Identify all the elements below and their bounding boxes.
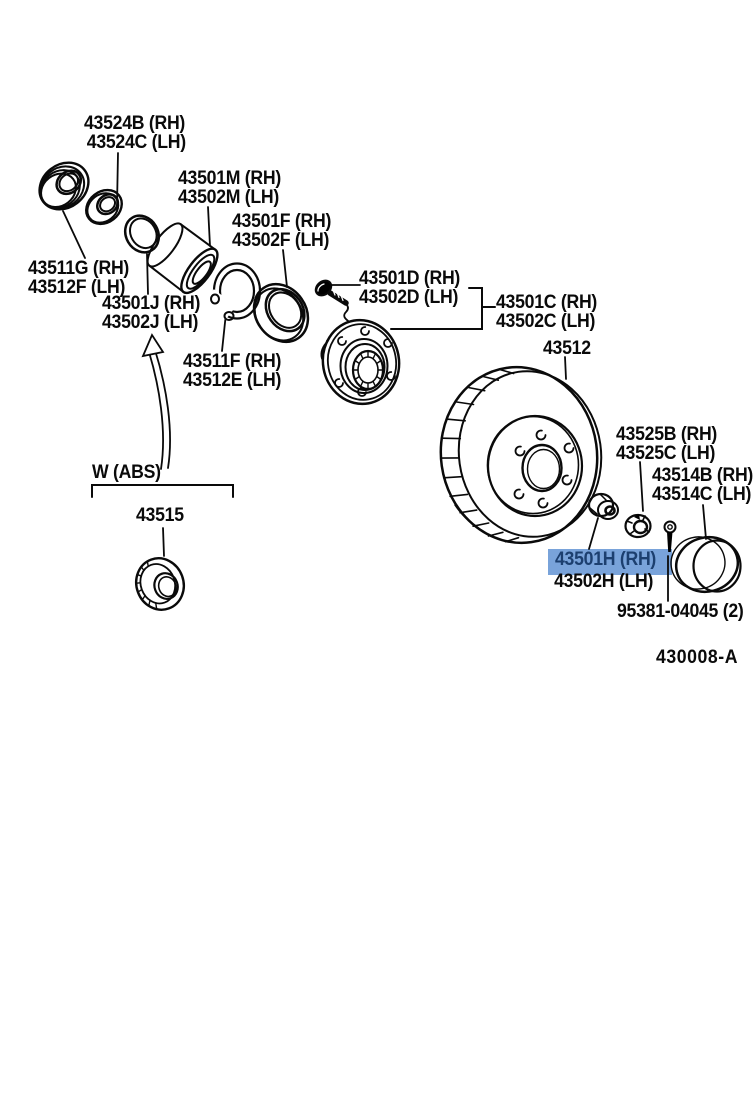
part-label-43501f[interactable]: 43501F (RH) 43502F (LH) (232, 211, 332, 251)
part-label-43501d[interactable]: 43501D (RH) 43502D (LH) (359, 268, 461, 308)
brake-disc-43512-drawing (439, 365, 603, 545)
bearing-43501m-drawing (146, 222, 219, 295)
bearing-roller-hatch (135, 560, 158, 610)
abs-curved-arrow (141, 333, 171, 470)
abs-variant-bracket (91, 484, 234, 498)
part-label-43511g[interactable]: 43511G (RH) 43512F (LH) (28, 258, 130, 298)
part-label-43501c[interactable]: 43501C (RH) 43502C (LH) (496, 292, 598, 332)
cotter-pin-95381-drawing (663, 520, 677, 552)
stud-bolt-43501d-drawing (314, 279, 352, 327)
drawing-number: 430008-A (656, 647, 739, 668)
part-label-43501m[interactable]: 43501M (RH) 43502M (LH) (178, 168, 281, 208)
part-label-43515[interactable]: 43515 (136, 505, 184, 526)
race-43501f-drawing (252, 282, 310, 344)
part-label-43512[interactable]: 43512 (543, 338, 591, 359)
hub-43501c-drawing (320, 318, 401, 406)
part-label-43501j[interactable]: 43501J (RH) 43502J (LH) (102, 293, 201, 333)
hub-group-bracket (390, 287, 496, 330)
hub-stud-holes (334, 326, 396, 397)
part-label-43501h-selected[interactable]: 43501H (RH) 43502H (LH) (554, 549, 657, 592)
disc-bolt-holes (513, 429, 575, 509)
part-label-43524[interactable]: 43524B (RH) 43524C (LH) (84, 113, 186, 153)
ring-43501j-drawing (123, 214, 161, 254)
part-label-95381[interactable]: 95381-04045 (2) (617, 601, 744, 622)
lock-nut-43501h-drawing (587, 492, 619, 520)
part-label-43511f[interactable]: 43511F (RH) 43512E (LH) (183, 351, 282, 391)
lock-washer-43525b-drawing (624, 513, 652, 539)
disc-vent-hatch (440, 368, 520, 543)
bearing-43515-drawing (134, 557, 186, 611)
hub-spline-hatch (352, 350, 384, 390)
part-label-43514b[interactable]: 43514B (RH) 43514C (LH) (652, 465, 754, 505)
leader-lines (62, 152, 707, 602)
seal-43524b-drawing (85, 188, 123, 226)
part-label-43525b[interactable]: 43525B (RH) 43525C (LH) (616, 424, 718, 464)
grease-cap-43514b-drawing (670, 535, 742, 594)
abs-variant-note: W (ABS) (92, 462, 161, 483)
selected-part-highlight (548, 549, 672, 575)
oil-seal-43511g-drawing (38, 161, 90, 211)
